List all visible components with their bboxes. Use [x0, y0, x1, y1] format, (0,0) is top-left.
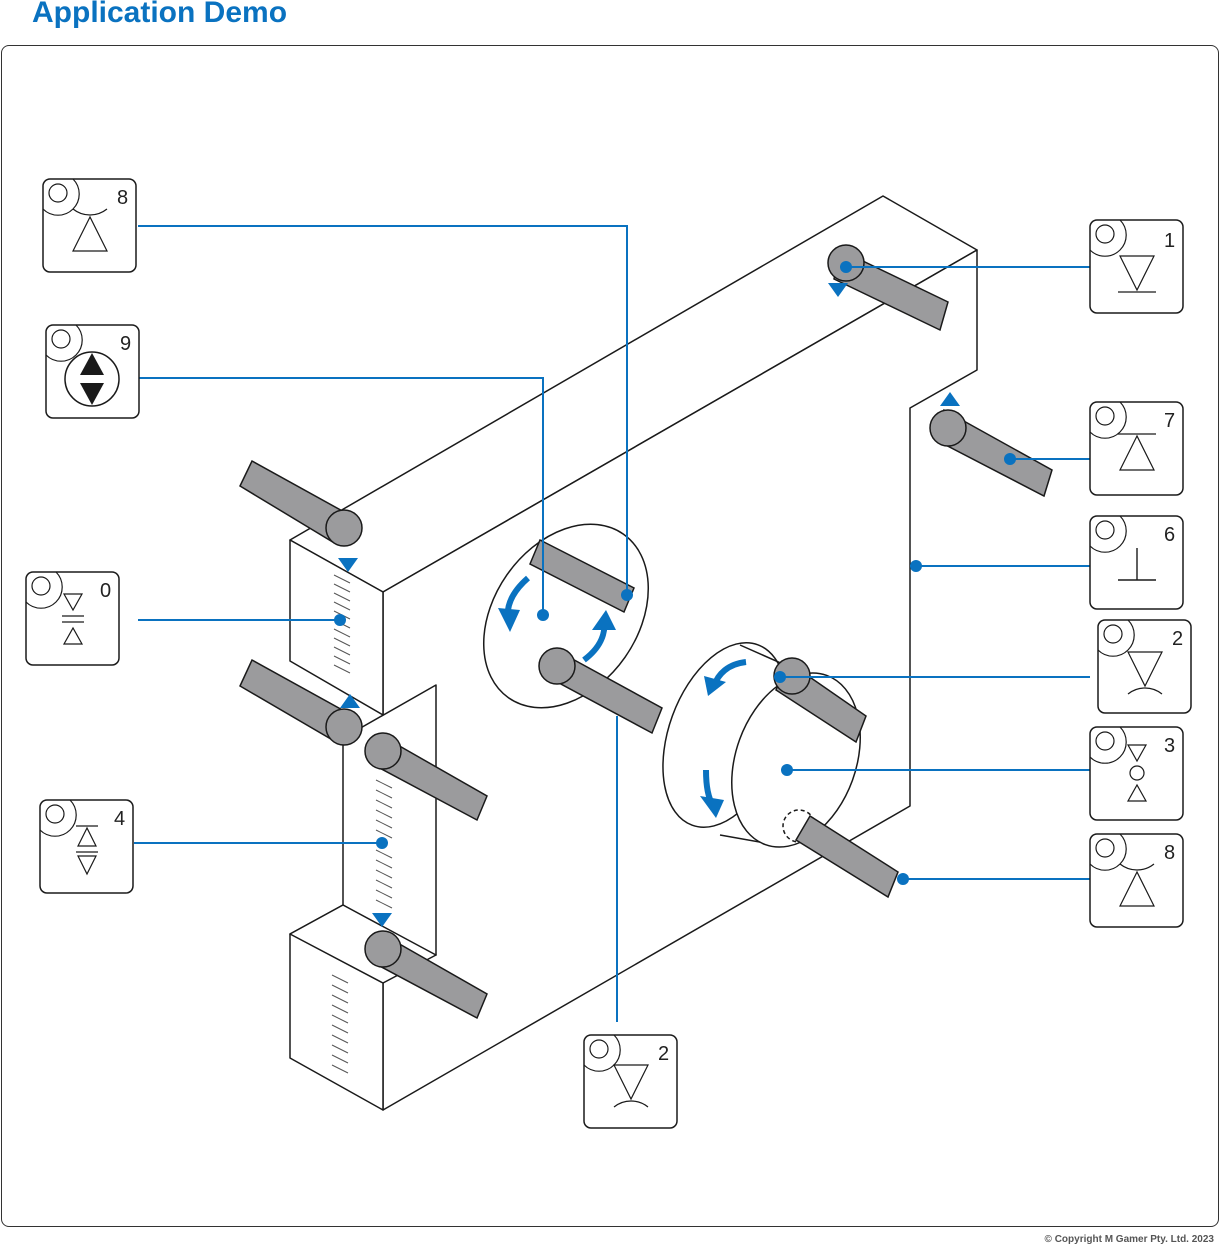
symbol-box-4: 4 — [39, 799, 134, 894]
down-triangle-curve-icon — [613, 1064, 649, 1108]
main-plate — [289, 195, 978, 1111]
copyright-notice: © Copyright M Gamer Pty. Ltd. 2023 — [1044, 1234, 1214, 1245]
symbol-box-9: 9 — [45, 324, 140, 419]
symbol-box-7: 7 — [1089, 401, 1184, 496]
symbol-box-0: 0 — [25, 571, 120, 666]
center-disc — [482, 523, 650, 709]
symbol-number: 1 — [1164, 230, 1175, 252]
symbol-box-8-right: 8 — [1089, 833, 1184, 928]
symbol-number: 6 — [1164, 524, 1175, 546]
symbol-number: 8 — [117, 187, 128, 209]
symbol-number: 2 — [1172, 628, 1183, 650]
perpendicular-icon — [1118, 548, 1156, 581]
symbol-number: 4 — [114, 808, 125, 830]
direction-arrows — [338, 283, 960, 927]
symbol-box-1: 1 — [1089, 219, 1184, 314]
symbol-number: 7 — [1164, 410, 1175, 432]
up-triangle-base-icon — [1118, 433, 1156, 471]
symbol-number: 8 — [1164, 842, 1175, 864]
symbol-number: 3 — [1164, 735, 1175, 757]
symbol-box-6: 6 — [1089, 515, 1184, 610]
rods — [239, 244, 1053, 1020]
symbol-box-2-right: 2 — [1097, 619, 1192, 714]
flatness-cone-icon — [1119, 863, 1155, 907]
down-triangle-curve-icon — [1127, 651, 1163, 695]
symbol-number: 9 — [120, 333, 131, 355]
symbol-number: 2 — [658, 1043, 669, 1065]
symbol-box-3: 3 — [1089, 726, 1184, 821]
leader-lines — [134, 225, 1090, 1022]
down-triangle-base-icon — [1118, 255, 1156, 293]
flatness-cone-icon — [72, 208, 108, 252]
diagram-frame — [1, 45, 1219, 1227]
up-down-arrows-icon — [64, 351, 120, 407]
symbol-box-2-bottom: 2 — [583, 1034, 678, 1129]
triangles-circle-icon — [1126, 744, 1148, 802]
leader-dots — [334, 261, 1016, 885]
symbol-number: 0 — [100, 580, 111, 602]
symbol-box-8-top: 8 — [42, 178, 137, 273]
page-title: Application Demo — [32, 0, 288, 29]
opposed-triangles-icon — [62, 593, 84, 645]
stacked-triangles-icon — [76, 825, 98, 876]
